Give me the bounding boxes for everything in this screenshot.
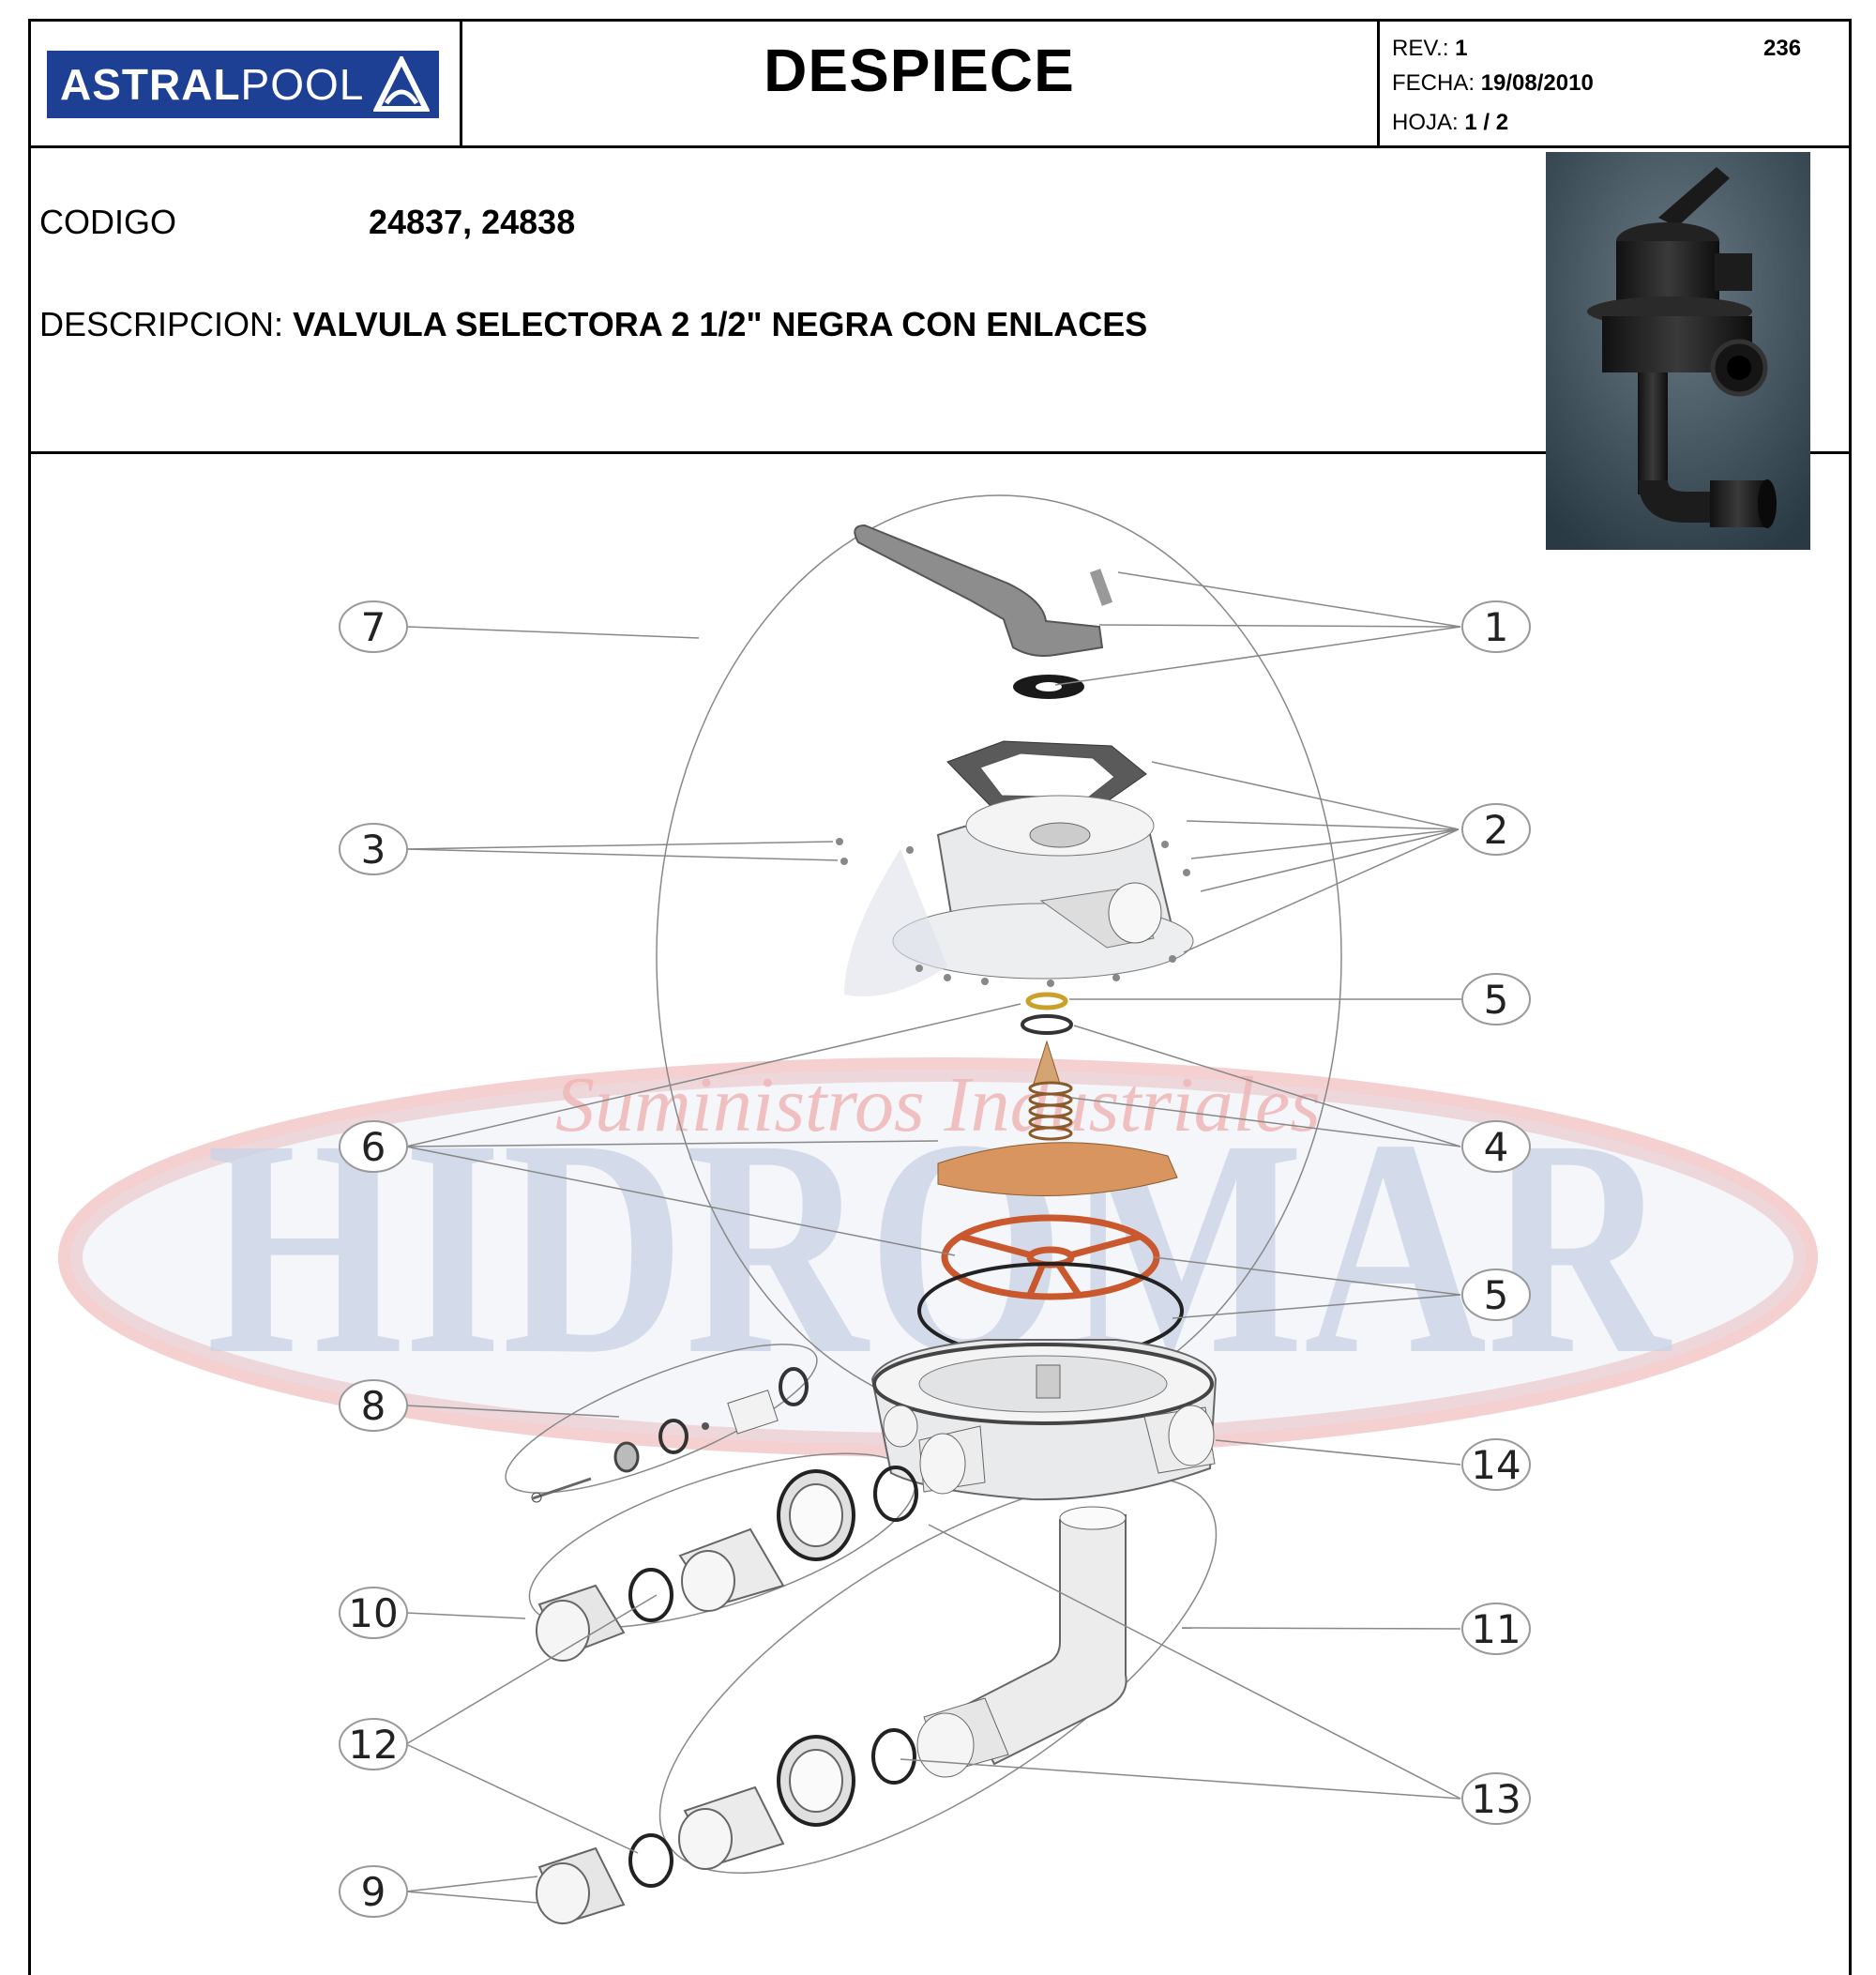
callout-label: 13 bbox=[1471, 1776, 1520, 1822]
callout-label: 9 bbox=[361, 1869, 386, 1915]
callout-1: 1 bbox=[1461, 600, 1531, 653]
callout-label: 11 bbox=[1471, 1606, 1520, 1652]
callout-label: 3 bbox=[361, 827, 386, 873]
callouts-right: 1 2 5 4 5 14 11 13 bbox=[1461, 600, 1531, 1825]
logo-divider bbox=[460, 19, 462, 147]
callout-5: 5 bbox=[1461, 973, 1531, 1025]
union-upper-part bbox=[536, 1466, 918, 1662]
callout-label: 14 bbox=[1471, 1442, 1520, 1488]
callout-label: 2 bbox=[1484, 807, 1509, 853]
sheet-number: 236 bbox=[1763, 36, 1802, 61]
callout-11: 11 bbox=[1461, 1603, 1531, 1655]
callout-label: 6 bbox=[361, 1124, 386, 1170]
astralpool-a-icon bbox=[373, 56, 430, 112]
elbow-pipe-part bbox=[916, 1506, 1127, 1778]
product-photo bbox=[1546, 152, 1810, 550]
callout-label: 5 bbox=[1484, 1272, 1509, 1318]
callout-8: 8 bbox=[339, 1379, 408, 1432]
drain-kit-part bbox=[531, 1367, 809, 1503]
cover-part bbox=[836, 740, 1194, 996]
callout-7: 7 bbox=[339, 600, 408, 653]
fecha: FECHA: 19/08/2010 bbox=[1392, 70, 1594, 96]
valve-body-part bbox=[870, 1339, 1218, 1501]
meta-divider bbox=[1377, 19, 1380, 147]
callout-label: 12 bbox=[348, 1722, 398, 1768]
info-divider bbox=[28, 451, 1852, 454]
watermark-sub: Suministros Industriales bbox=[555, 1061, 1321, 1148]
callout-14: 14 bbox=[1461, 1438, 1531, 1491]
hoja: HOJA: 1 / 2 bbox=[1392, 110, 1509, 135]
sheet-frame bbox=[28, 19, 1852, 1975]
callout-2: 2 bbox=[1461, 803, 1531, 856]
callout-label: 4 bbox=[1484, 1124, 1509, 1170]
header-divider bbox=[28, 145, 1852, 148]
callout-12: 12 bbox=[339, 1718, 408, 1770]
callout-9: 9 bbox=[339, 1865, 408, 1918]
callout-5: 5 bbox=[1461, 1269, 1531, 1321]
callout-6: 6 bbox=[339, 1120, 408, 1173]
leader-lines bbox=[405, 571, 1461, 1904]
callout-10: 10 bbox=[339, 1587, 408, 1639]
callout-label: 7 bbox=[361, 604, 386, 650]
page-title: DESPIECE bbox=[764, 37, 1075, 104]
handle-part bbox=[854, 524, 1113, 699]
callout-label: 5 bbox=[1484, 977, 1509, 1023]
logo-text: ASTRALPOOL bbox=[60, 60, 365, 109]
descripcion: DESCRIPCION: VALVULA SELECTORA 2 1/2" NE… bbox=[39, 305, 1148, 343]
astralpool-logo: ASTRALPOOL bbox=[47, 51, 439, 118]
callouts-left: 7 3 6 8 10 12 9 bbox=[339, 600, 408, 1918]
callout-3: 3 bbox=[339, 823, 408, 875]
callout-4: 4 bbox=[1461, 1120, 1531, 1173]
codigo-value: 24837, 24838 bbox=[369, 203, 576, 241]
codigo-label: CODIGO bbox=[39, 203, 177, 241]
callout-label: 1 bbox=[1484, 604, 1509, 650]
rotor-part bbox=[917, 992, 1184, 1360]
union-lower-part bbox=[536, 1728, 916, 1925]
callout-label: 8 bbox=[361, 1383, 386, 1429]
callout-label: 10 bbox=[348, 1590, 398, 1636]
revision: REV.: 1 bbox=[1392, 36, 1468, 61]
callout-13: 13 bbox=[1461, 1772, 1531, 1825]
